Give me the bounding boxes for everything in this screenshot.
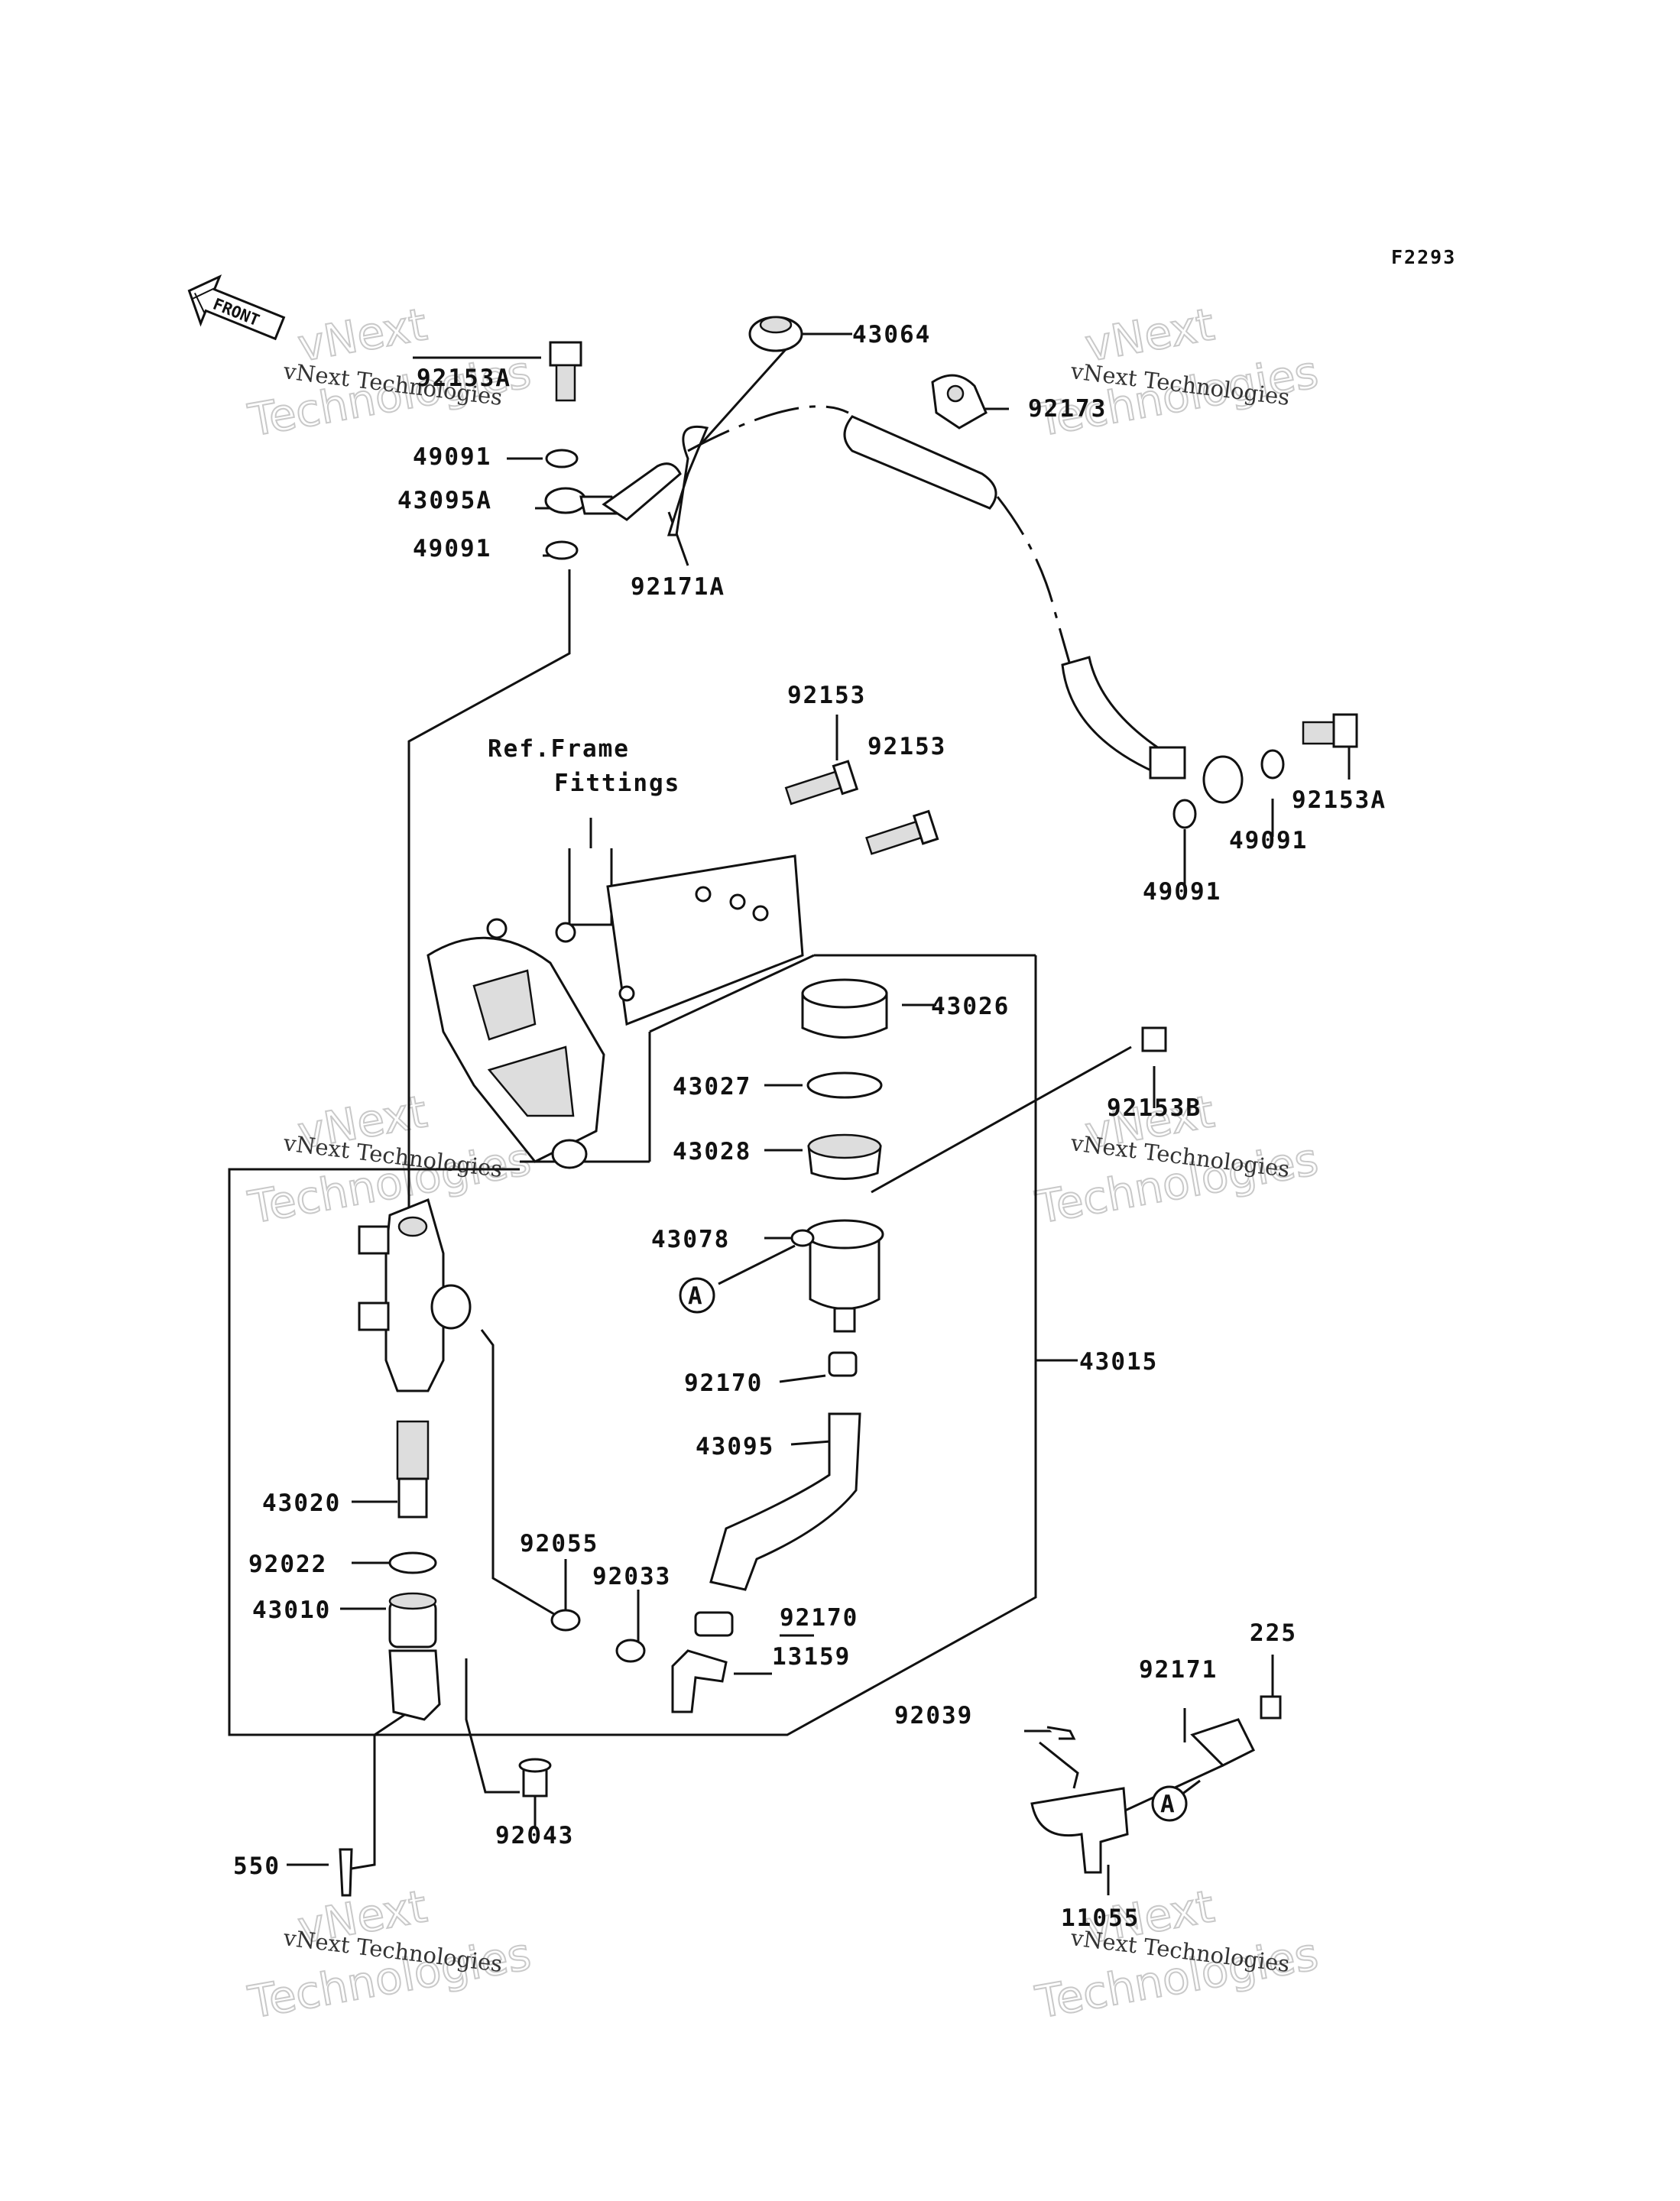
label-92170-a: 92170 [684,1370,763,1397]
label-92153A-right: 92153A [1292,786,1386,814]
part-92055-oring [550,1609,581,1632]
part-92153A-bolt-top [549,341,582,402]
label-43095: 43095 [696,1433,774,1460]
label-43064: 43064 [852,321,931,348]
part-49091-washer-d [1172,799,1197,829]
part-49091-washer-b [545,540,579,560]
fittings-label: Fittings [554,770,680,797]
callout-a-label: A [1160,1791,1176,1818]
leader-lines [228,332,1351,1895]
label-49091-d: 49091 [1143,878,1221,906]
part-footpeg-bracket [426,918,605,1169]
part-bracket-assembly [1030,1695,1282,1874]
label-92043: 92043 [495,1822,574,1849]
label-92022: 92022 [248,1551,327,1578]
label-92055: 92055 [520,1530,598,1558]
label-43095A: 43095A [397,487,492,514]
part-banjo-right [1149,746,1244,804]
part-92153-bolt-1 [784,760,859,806]
label-43015: 43015 [1079,1348,1158,1376]
label-92153A-top: 92153A [417,365,511,392]
part-92022-circlip [388,1551,437,1574]
label-92170-b: 92170 [780,1604,858,1632]
label-92173: 92173 [1028,395,1107,423]
part-49091-washer-c [1260,749,1285,780]
label-225: 225 [1250,1619,1297,1647]
label-43010: 43010 [252,1596,331,1624]
part-92173-clamp [931,374,988,430]
callout-a-upper: A [679,1277,715,1314]
front-arrow-icon: FRONT [187,274,286,341]
part-92043-pin [518,1758,552,1797]
figure-code: F2293 [1391,246,1456,268]
part-92153-bolt-2 [865,809,939,855]
part-master-cylinder-body [358,1198,472,1392]
part-43028-diaphragm [807,1133,882,1180]
callout-a-lower: A [1151,1785,1188,1822]
label-92171A: 92171A [631,573,725,601]
part-43027-plate [806,1071,883,1099]
label-92153-1: 92153 [787,682,866,709]
callout-a-label: A [688,1282,704,1310]
label-92033: 92033 [592,1563,671,1590]
part-43020-spring [396,1420,430,1519]
label-11055: 11055 [1061,1904,1140,1932]
part-92153A-bolt-right [1302,713,1358,748]
part-92171A-clip [666,425,709,536]
label-92153-2: 92153 [868,733,946,760]
label-49091-c: 49091 [1229,827,1308,854]
part-550-cotter-pin [339,1848,353,1897]
part-frame-bracket [606,854,804,1026]
part-49091-washer-a [545,449,579,468]
part-92153B-screw [1141,1026,1167,1052]
label-92153B: 92153B [1107,1094,1202,1122]
part-43078-reservoir [790,1219,884,1333]
part-43095-hose [709,1412,861,1591]
label-43078: 43078 [651,1226,730,1253]
part-43064-grommet [748,316,803,352]
part-13159-elbow [671,1649,728,1713]
ref-frame-label: Ref.Frame [488,735,630,763]
label-43028: 43028 [673,1138,751,1165]
label-92039: 92039 [894,1702,973,1729]
label-92171: 92171 [1139,1656,1218,1684]
label-550: 550 [233,1853,281,1880]
part-hose-upper [602,405,1168,773]
label-49091-a: 49091 [413,443,491,471]
part-43026-cap [801,978,888,1039]
part-43010-piston [388,1592,441,1721]
label-13159: 13159 [772,1643,851,1671]
part-92170-clamp-b [694,1611,734,1637]
label-43020: 43020 [262,1489,341,1517]
part-92170-clamp-a [828,1351,858,1377]
label-49091-b: 49091 [413,535,491,562]
label-43027: 43027 [673,1073,751,1100]
part-92033-circlip [615,1639,646,1663]
label-43026: 43026 [931,993,1010,1020]
